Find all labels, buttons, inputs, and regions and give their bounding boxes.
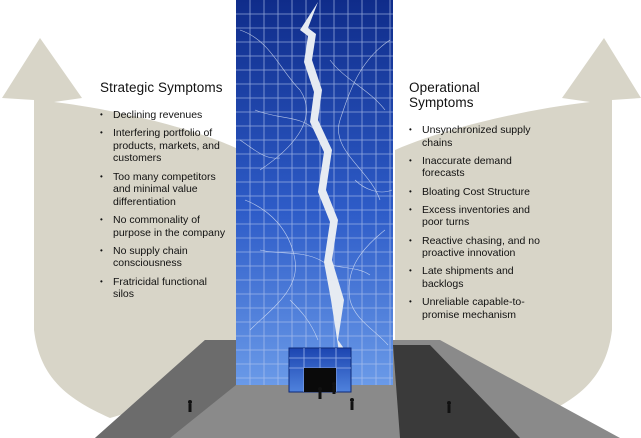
list-item: No supply chain consciousness: [100, 245, 228, 270]
list-item: Too many competitors and minimal value d…: [100, 171, 228, 209]
strategic-symptoms-panel: Strategic Symptoms Declining revenues In…: [100, 80, 228, 306]
strategic-symptoms-title: Strategic Symptoms: [100, 80, 223, 95]
operational-symptoms-list: Unsynchronized supply chains Inaccurate …: [409, 124, 547, 321]
main-crack: [300, 2, 345, 352]
ground-shadow: [95, 340, 236, 438]
people-silhouettes: [188, 382, 451, 413]
strategic-symptoms-list: Declining revenues Interfering portfolio…: [100, 109, 228, 301]
list-item: No commonality of purpose in the company: [100, 214, 228, 239]
building-window-grid: [236, 0, 393, 385]
list-item: Fratricidal functional silos: [100, 276, 228, 301]
list-item: Interfering portfolio of products, marke…: [100, 127, 228, 165]
building: [236, 0, 393, 385]
list-item: Unreliable capable-to-promise mechanism: [409, 296, 547, 321]
list-item: Unsynchronized supply chains: [409, 124, 547, 149]
list-item: Bloating Cost Structure: [409, 186, 547, 199]
list-item: Reactive chasing, and no proactive innov…: [409, 235, 547, 260]
list-item: Inaccurate demand forecasts: [409, 155, 547, 180]
list-item: Declining revenues: [100, 109, 228, 122]
operational-symptoms-panel: Operational Symptoms Unsynchronized supp…: [409, 80, 547, 327]
list-item: Excess inventories and poor turns: [409, 204, 547, 229]
list-item: Late shipments and backlogs: [409, 265, 547, 290]
building-shadow: [393, 345, 520, 438]
building-fine-cracks: [239, 29, 393, 346]
operational-symptoms-title: Operational Symptoms: [409, 80, 480, 110]
